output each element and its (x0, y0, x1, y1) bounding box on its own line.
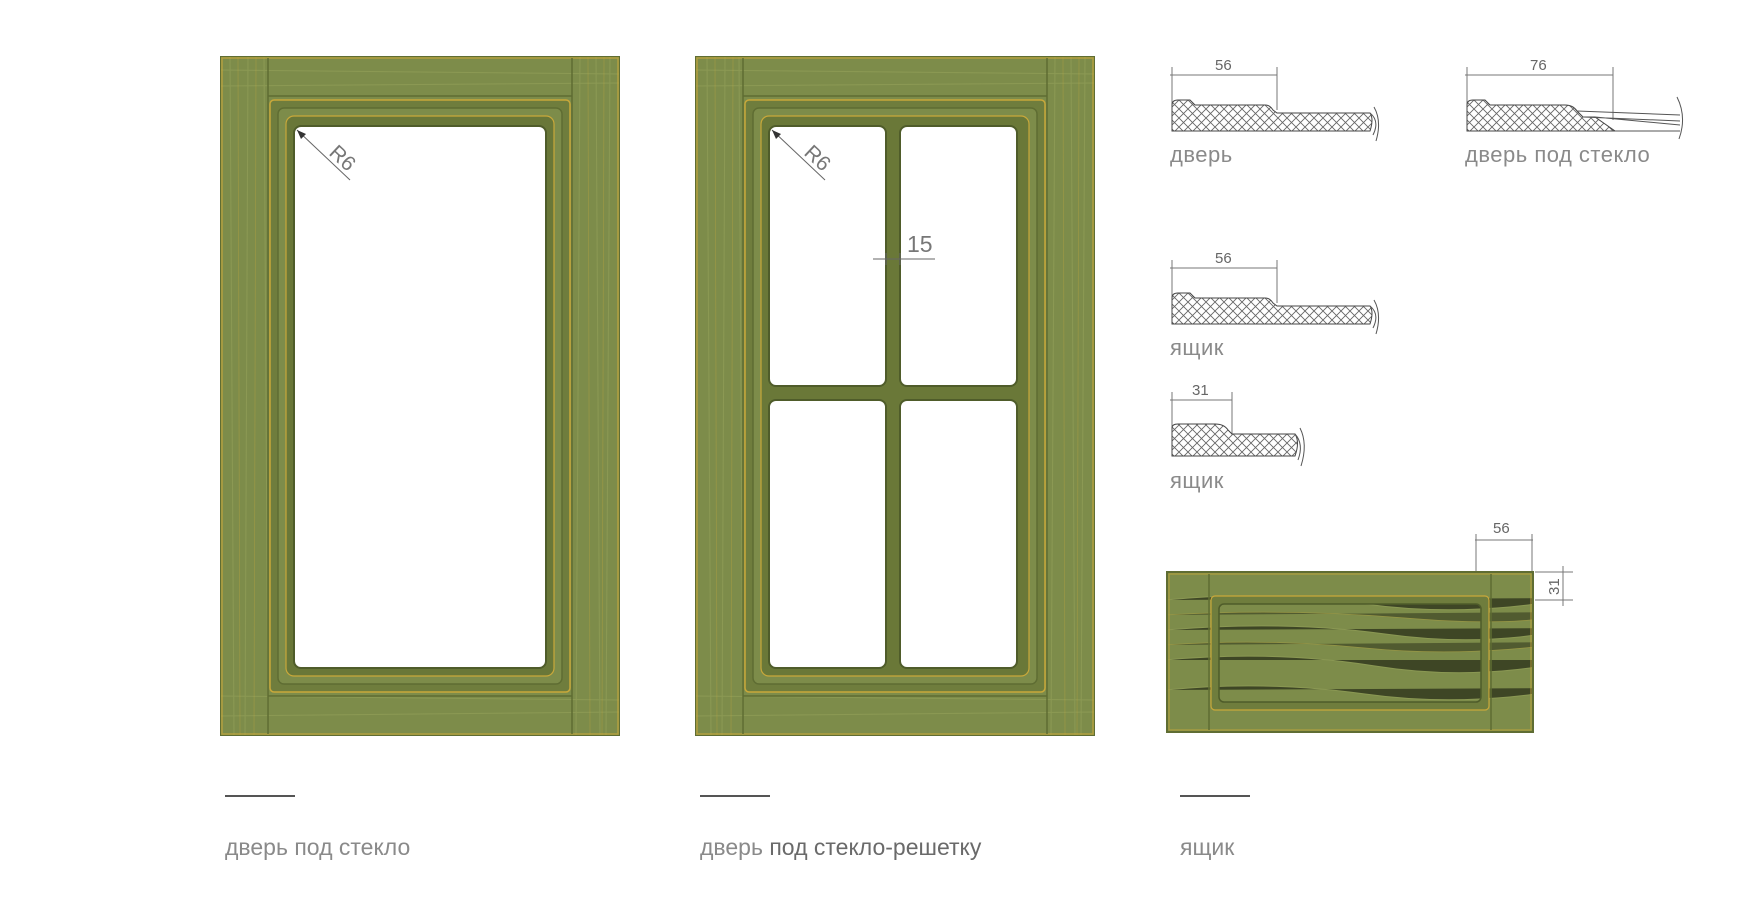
mullion-width-label: 15 (907, 231, 933, 257)
lattice-door-illustration: R6 15 (695, 56, 1095, 736)
lattice-door-caption: дверь под стекло-решетку (700, 834, 981, 861)
door-profile-section: 56 (1170, 57, 1380, 142)
drawer-caption: ящик (1180, 834, 1235, 860)
caption-rule (1180, 795, 1250, 797)
profile-label: дверь под стекло (1465, 142, 1651, 167)
drawer-width-label: 56 (1493, 520, 1510, 537)
drawer-height-label: 31 (1546, 578, 1563, 595)
profile-dimension: 31 (1192, 382, 1209, 399)
profile-label: дверь (1170, 142, 1233, 167)
caption-rule (225, 795, 295, 797)
caption-suffix: под стекло-решетку (762, 834, 982, 860)
profile-dimension: 76 (1530, 57, 1547, 74)
glass-door-profile-section: 76 (1465, 57, 1683, 140)
profile-dimension: 56 (1215, 250, 1232, 267)
drawer-front-illustration: 56 31 (1166, 520, 1573, 733)
caption-rule (700, 795, 770, 797)
glass-door-caption: дверь под стекло (225, 834, 411, 860)
profile-label: ящик (1170, 335, 1224, 360)
profile-dimension: 56 (1215, 57, 1232, 74)
profile-label: ящик (1170, 468, 1224, 493)
drawer-profile-section: 56 (1170, 250, 1380, 335)
caption-prefix: дверь (700, 834, 763, 860)
glass-door-illustration: R6 (220, 56, 620, 736)
drawer-small-profile-section: 31 (1170, 382, 1305, 467)
